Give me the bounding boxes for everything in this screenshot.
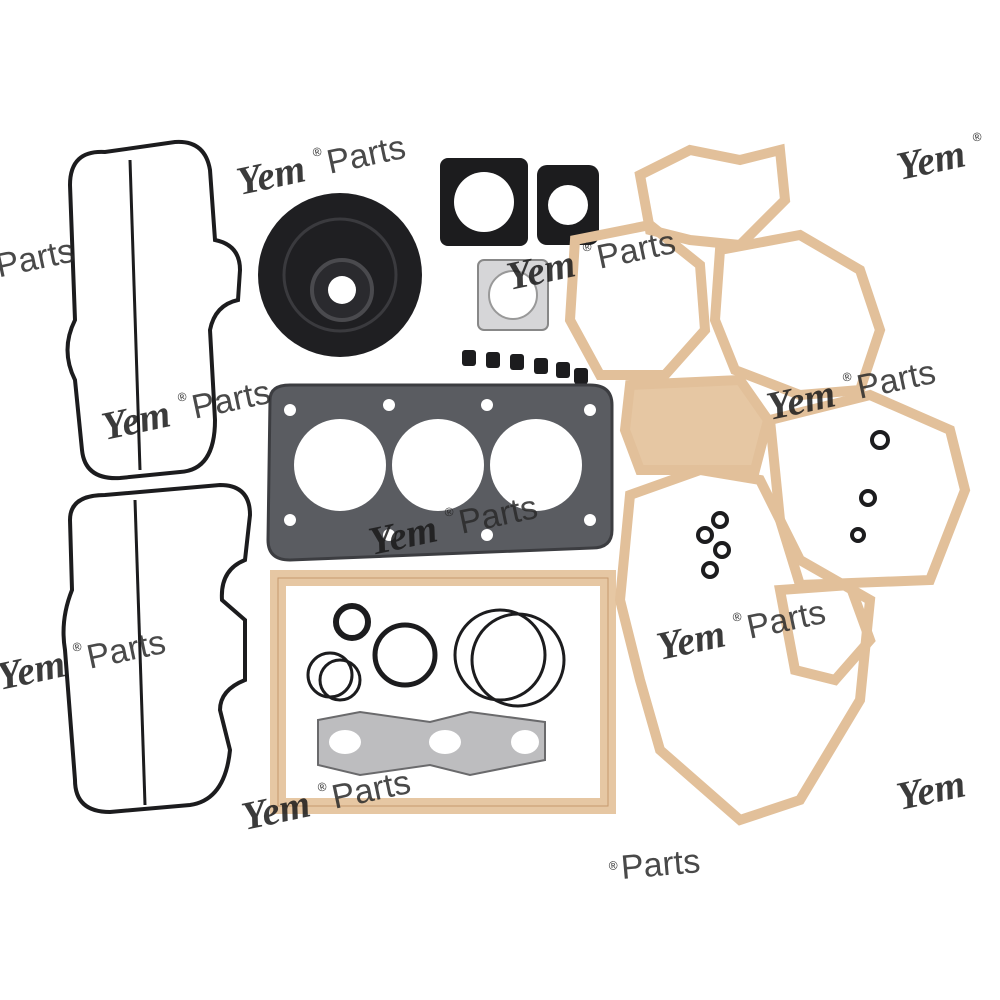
svg-text:Yem: Yem (893, 760, 970, 818)
watermark: Yem®Parts (0, 623, 169, 699)
svg-text:®: ® (71, 639, 83, 655)
watermark: Parts (0, 232, 78, 286)
svg-text:Yem: Yem (0, 640, 69, 698)
svg-text:®: ® (731, 609, 743, 625)
o-rings (306, 430, 890, 708)
svg-text:Yem: Yem (893, 130, 970, 188)
svg-text:Yem: Yem (98, 390, 175, 448)
svg-text:®: ® (608, 858, 618, 873)
watermark-text: Parts (619, 842, 701, 887)
watermark: Yem®Parts (98, 373, 274, 449)
crankshaft-oil-seal-plate (258, 193, 422, 357)
valve-stem-seals (462, 350, 588, 384)
cylinder-head-gasket (266, 383, 614, 562)
svg-text:®: ® (971, 129, 983, 145)
watermark: Yem® (893, 129, 984, 189)
valve-cover-gasket-top (65, 139, 243, 481)
watermark-text: Parts (0, 232, 78, 286)
watermark-text: Parts (743, 593, 829, 647)
valve-cover-gasket-bottom (61, 482, 253, 815)
svg-text:®: ® (176, 389, 188, 405)
watermark-text: Parts (188, 373, 274, 427)
svg-text:Yem: Yem (653, 610, 730, 668)
svg-text:®: ® (581, 239, 593, 255)
svg-text:Yem: Yem (763, 370, 840, 428)
watermark: ®Parts (608, 842, 702, 887)
watermark-text: Parts (323, 128, 409, 182)
svg-text:Yem: Yem (233, 145, 310, 203)
svg-text:®: ® (841, 369, 853, 385)
svg-text:®: ® (311, 144, 323, 160)
svg-text:Yem: Yem (238, 780, 315, 838)
watermark: Yem®Parts (653, 593, 829, 669)
svg-text:®: ® (443, 504, 455, 520)
svg-text:®: ® (316, 779, 328, 795)
watermark-text: Parts (83, 623, 169, 677)
paper-gaskets (564, 143, 971, 826)
exhaust-manifold-gasket (317, 710, 546, 777)
watermark: Yem (893, 760, 970, 818)
thermostat-gaskets (440, 158, 599, 331)
watermark: Yem®Parts (233, 128, 409, 204)
oil-pan-gasket (270, 570, 616, 814)
